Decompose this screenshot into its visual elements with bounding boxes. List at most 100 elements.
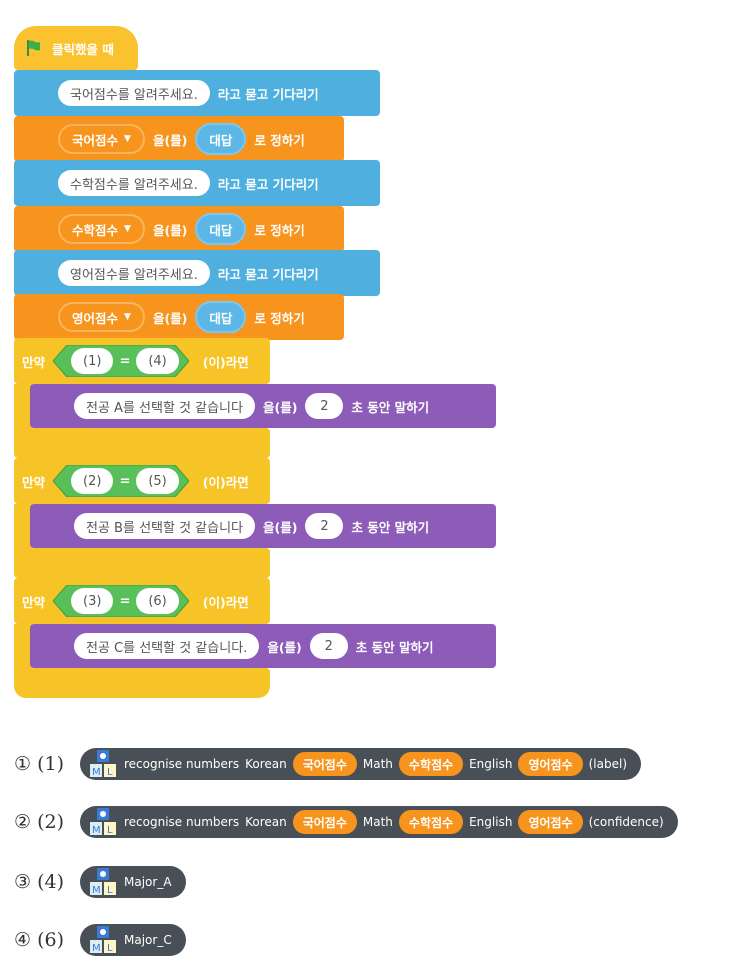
seconds-input[interactable]: 2 (305, 393, 344, 419)
variable-dropdown[interactable]: 영어점수▼ (58, 302, 145, 332)
particle-label: 을(를) (262, 399, 298, 415)
chevron-down-icon: ▼ (124, 312, 131, 322)
label-name: Major_C (124, 933, 172, 947)
math-label: Math (362, 815, 393, 829)
if-keyword: 만약 (22, 354, 46, 370)
set-variable-block-korean[interactable]: 국어점수▼ 을(를) 대답 로 정하기 (14, 116, 344, 162)
option-label: ③ (4) (14, 871, 64, 893)
answer-reporter[interactable]: 대답 (195, 123, 247, 155)
green-flag-icon (24, 38, 44, 58)
ask-suffix: 라고 묻고 기다리기 (217, 176, 319, 192)
result-type[interactable]: (label) (588, 757, 627, 771)
particle-label: 을(를) (263, 519, 298, 535)
math-score-reporter[interactable]: 수학점수 (398, 752, 464, 776)
svg-text:M: M (92, 825, 101, 836)
say-for-secs-block-a[interactable]: 전공 A를 선택할 것 같습니다 을(를) 2 초 동안 말하기 (30, 384, 496, 428)
if-suffix: (이)라면 (202, 474, 249, 490)
ask-question-input[interactable]: 영어점수를 알려주세요. (58, 260, 210, 286)
ask-block-math[interactable]: 수학점수를 알려주세요. 라고 묻고 기다리기 (14, 160, 380, 206)
ask-question-input[interactable]: 수학점수를 알려주세요. (58, 170, 210, 196)
if-block-3[interactable]: 만약 (3) = (6) (이)라면 (14, 578, 270, 624)
if-block-bottom (14, 548, 270, 578)
english-label: English (469, 757, 513, 771)
seconds-input[interactable]: 2 (309, 633, 348, 659)
if-suffix: (이)라면 (202, 594, 249, 610)
variable-dropdown[interactable]: 수학점수▼ (58, 214, 145, 244)
svg-text:M: M (92, 767, 101, 778)
when-flag-clicked-block[interactable]: 클릭했을 때 (14, 26, 138, 70)
set-variable-block-english[interactable]: 영어점수▼ 을(를) 대답 로 정하기 (14, 294, 344, 340)
event-label: 클릭했을 때 (52, 41, 114, 57)
say-for-secs-block-b[interactable]: 전공 B를 선택할 것 같습니다 을(를) 2 초 동안 말하기 (30, 504, 496, 548)
result-type[interactable]: (confidence) (588, 815, 664, 829)
svg-text:L: L (107, 767, 113, 778)
korean-score-reporter[interactable]: 국어점수 (292, 752, 357, 776)
set-variable-block-math[interactable]: 수학점수▼ 을(를) 대답 로 정하기 (14, 206, 344, 252)
math-score-reporter[interactable]: 수학점수 (398, 810, 464, 834)
say-for-secs-block-c[interactable]: 전공 C를 선택할 것 같습니다. 을(를) 2 초 동안 말하기 (30, 624, 496, 668)
ask-block-korean[interactable]: 국어점수를 알려주세요. 라고 묻고 기다리기 (14, 70, 380, 116)
english-label: English (469, 815, 513, 829)
if-block-bottom (14, 668, 270, 698)
svg-text:M: M (92, 885, 101, 896)
english-score-reporter[interactable]: 영어점수 (518, 752, 583, 776)
seconds-input[interactable]: 2 (305, 513, 344, 539)
block-text: recognise numbers (124, 815, 240, 829)
particle-label: 을(를) (152, 310, 188, 326)
if-keyword: 만약 (22, 594, 46, 610)
set-suffix: 로 정하기 (254, 310, 305, 326)
equals-right-input[interactable]: (6) (136, 588, 179, 614)
equals-left-input[interactable]: (3) (71, 588, 114, 614)
equals-left-input[interactable]: (2) (71, 468, 114, 494)
if-suffix: (이)라면 (202, 354, 249, 370)
equals-right-input[interactable]: (4) (136, 348, 179, 374)
equals-sign: = (119, 593, 131, 609)
equals-left-input[interactable]: (1) (71, 348, 114, 374)
math-label: Math (362, 757, 393, 771)
say-text-input[interactable]: 전공 A를 선택할 것 같습니다 (74, 393, 255, 419)
option-label: ① (1) (14, 753, 64, 775)
korean-score-reporter[interactable]: 국어점수 (292, 810, 357, 834)
svg-text:L: L (107, 943, 113, 954)
equals-operator[interactable]: (1) = (4) (53, 345, 197, 377)
equals-right-input[interactable]: (5) (136, 468, 179, 494)
option-label: ④ (6) (14, 929, 64, 951)
set-suffix: 로 정하기 (254, 132, 305, 148)
ask-suffix: 라고 묻고 기다리기 (217, 266, 319, 282)
svg-text:L: L (107, 825, 113, 836)
variable-dropdown[interactable]: 국어점수▼ (58, 124, 145, 154)
if-block-2[interactable]: 만약 (2) = (5) (이)라면 (14, 458, 270, 504)
particle-label: 을(를) (152, 132, 188, 148)
particle-label: 을(를) (152, 222, 188, 238)
equals-operator[interactable]: (2) = (5) (53, 465, 197, 497)
answer-reporter[interactable]: 대답 (195, 213, 247, 245)
if-arm (14, 504, 32, 558)
say-text-input[interactable]: 전공 C를 선택할 것 같습니다. (74, 633, 260, 659)
equals-operator[interactable]: (3) = (6) (53, 585, 197, 617)
if-arm (14, 384, 32, 438)
set-suffix: 로 정하기 (254, 222, 305, 238)
chevron-down-icon: ▼ (124, 224, 131, 234)
ask-block-english[interactable]: 영어점수를 알려주세요. 라고 묻고 기다리기 (14, 250, 380, 296)
if-keyword: 만약 (22, 474, 46, 490)
say-text-input[interactable]: 전공 B를 선택할 것 같습니다 (74, 513, 256, 539)
if-block-1[interactable]: 만약 (1) = (4) (이)라면 (14, 338, 270, 384)
answer-reporter[interactable]: 대답 (195, 301, 247, 333)
equals-sign: = (119, 473, 131, 489)
korean-label: Korean (245, 757, 287, 771)
ask-suffix: 라고 묻고 기다리기 (217, 86, 319, 102)
svg-text:L: L (107, 885, 113, 896)
ask-question-input[interactable]: 국어점수를 알려주세요. (58, 80, 210, 106)
english-score-reporter[interactable]: 영어점수 (518, 810, 583, 834)
